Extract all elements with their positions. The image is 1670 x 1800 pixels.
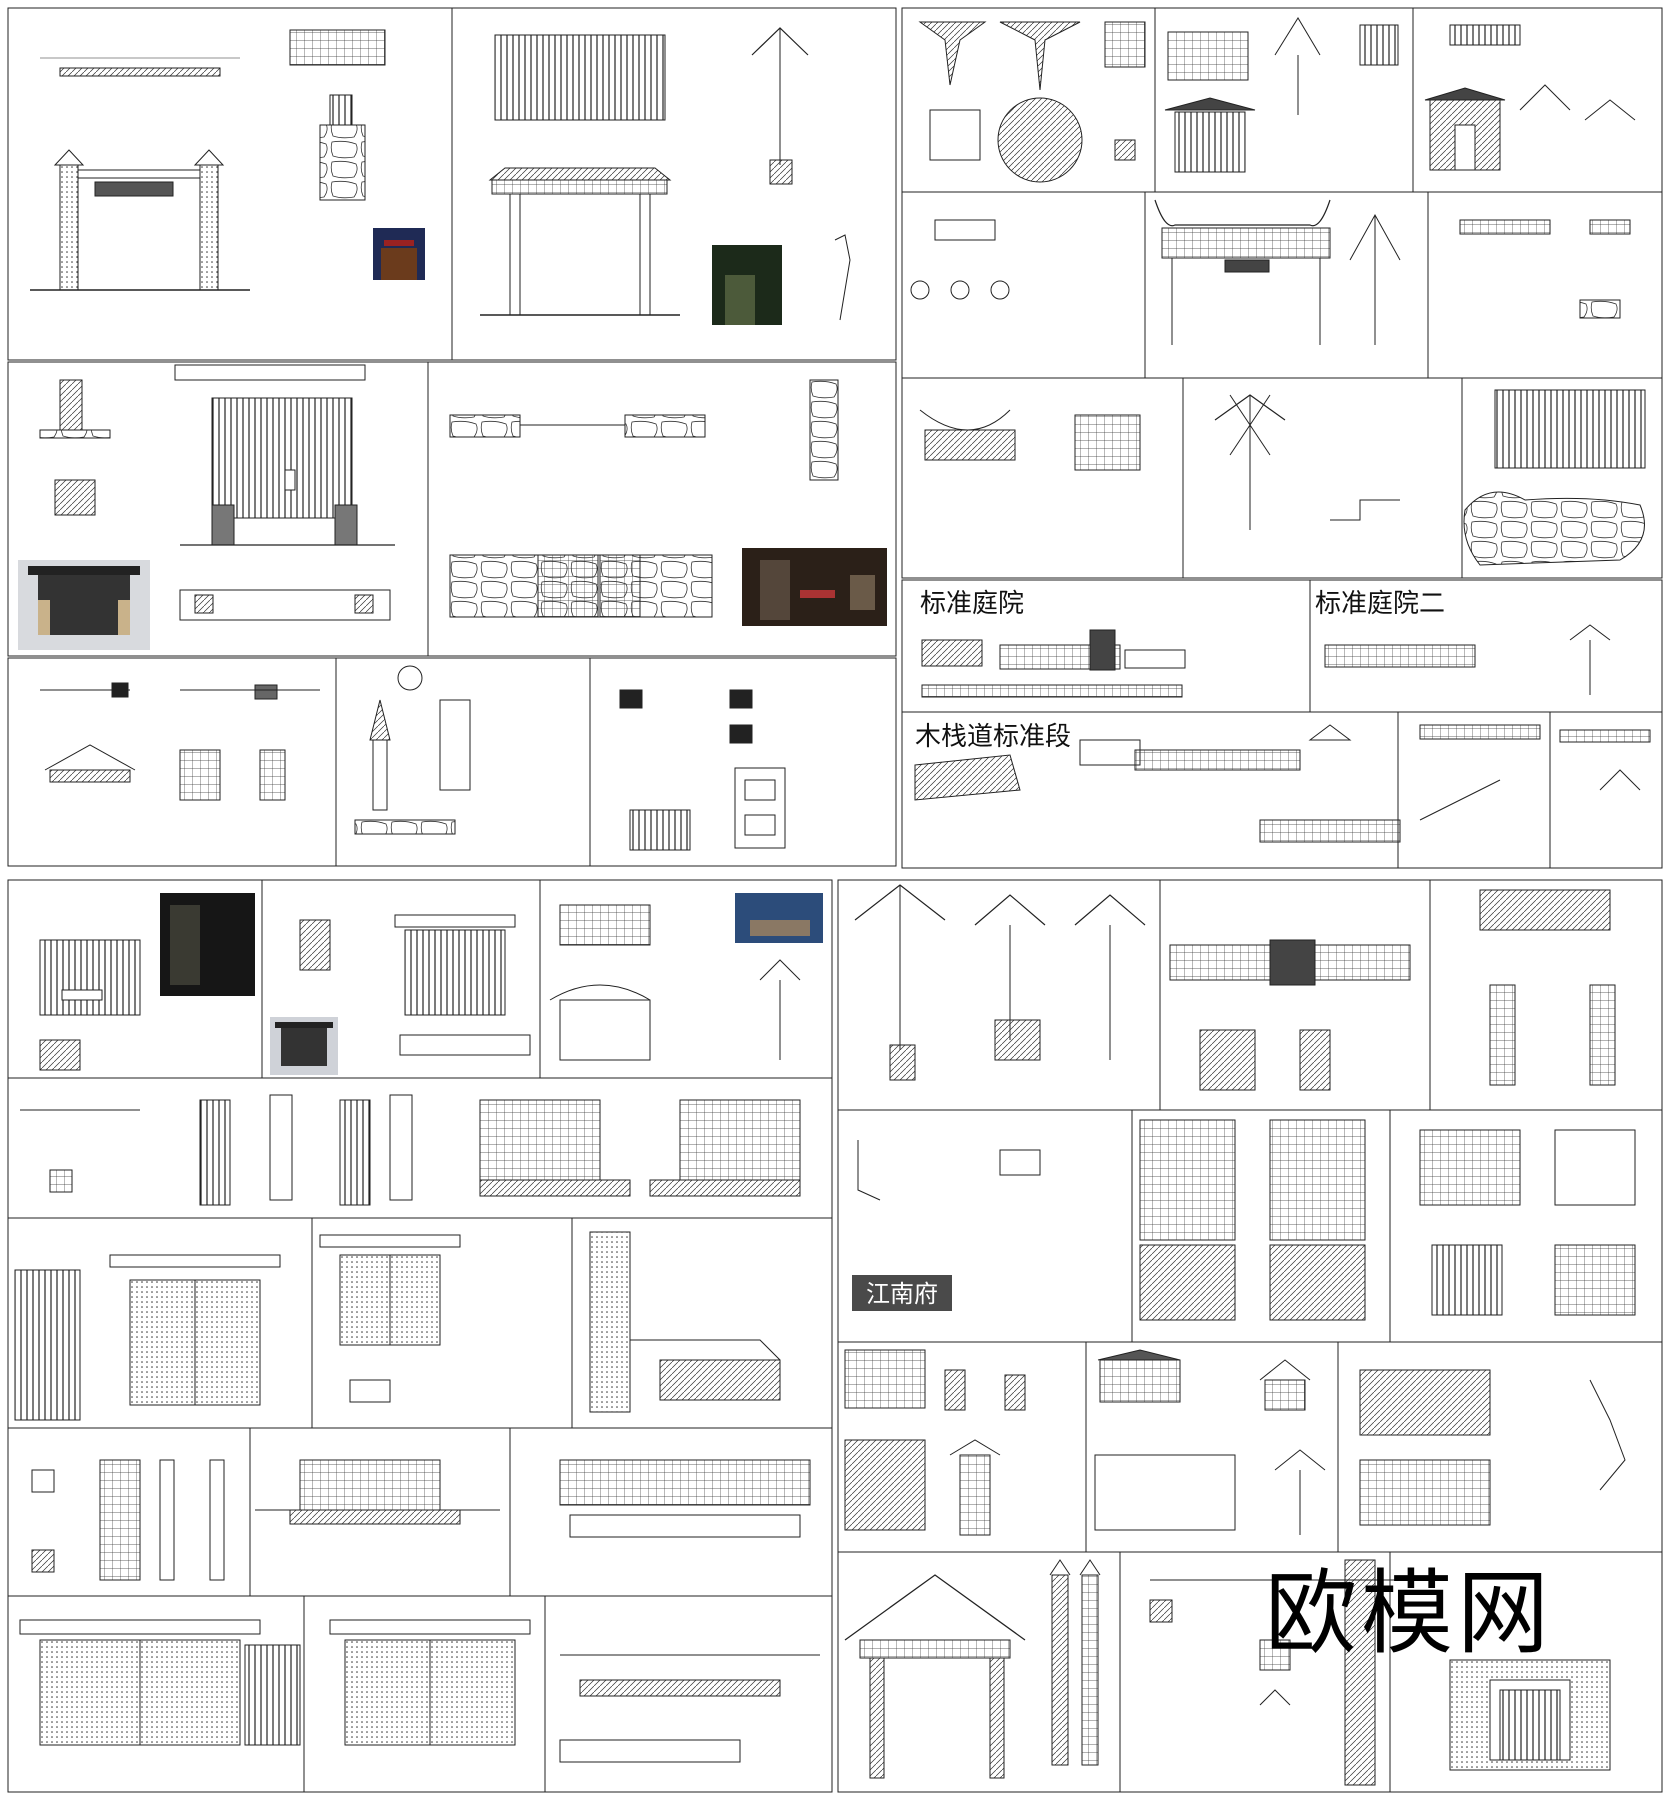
- boardwalk-drawings-b2: [914, 724, 1651, 843]
- gateway-b6: [844, 1559, 1611, 1786]
- grand-door-a8: [14, 1231, 781, 1421]
- gate-render-a3: [18, 560, 150, 650]
- sheet-a3: [7, 657, 897, 867]
- standard-courtyard-two-label: 标准庭院二: [1315, 589, 1445, 619]
- gate-detail-a3: [39, 364, 395, 621]
- boardwalk-label: 木栈道标准段: [915, 722, 1071, 752]
- post-details-a7: [20, 1094, 801, 1206]
- gate-photo-a1: [373, 228, 425, 280]
- gate-elevation-a1: [30, 29, 386, 291]
- door-elevations-a6: [39, 904, 801, 1071]
- gate-plans-a5: [40, 665, 786, 851]
- door-photos-a6: [160, 893, 823, 1075]
- sheet-b1: [901, 7, 1663, 579]
- pavilion-gate-b1: [910, 199, 1631, 345]
- jiangnan-sign-label: 江南府: [866, 1280, 938, 1308]
- watermark-text: 欧模网: [1265, 1560, 1554, 1667]
- stone-wall-photo-a4: [742, 548, 887, 626]
- sheet-b2: [901, 579, 1663, 869]
- sheet-a2: [7, 361, 897, 657]
- panel-dividers: [8, 8, 1662, 1792]
- fence-details-b5: [844, 1349, 1626, 1536]
- pergola-sections-b3: [854, 884, 1616, 1091]
- double-gates-a10: [19, 1619, 820, 1763]
- pergola-drawing-a2: [480, 27, 851, 321]
- courtyard-drawings-b1: [921, 624, 1611, 698]
- gatehouse-b4: [857, 1119, 1636, 1321]
- sheet-a4: [7, 879, 833, 1793]
- standard-courtyard-label: 标准庭院: [920, 589, 1024, 619]
- jiangnan-sign: 江南府: [852, 1275, 952, 1311]
- stone-wall-a4: [449, 379, 839, 618]
- pergola-photo-a2: [712, 245, 782, 325]
- sheet-b3: [837, 879, 1663, 1793]
- carved-panels-a9: [31, 1459, 811, 1581]
- roof-details-b1: [919, 389, 1646, 566]
- pavilion-details-b1: [918, 17, 1636, 183]
